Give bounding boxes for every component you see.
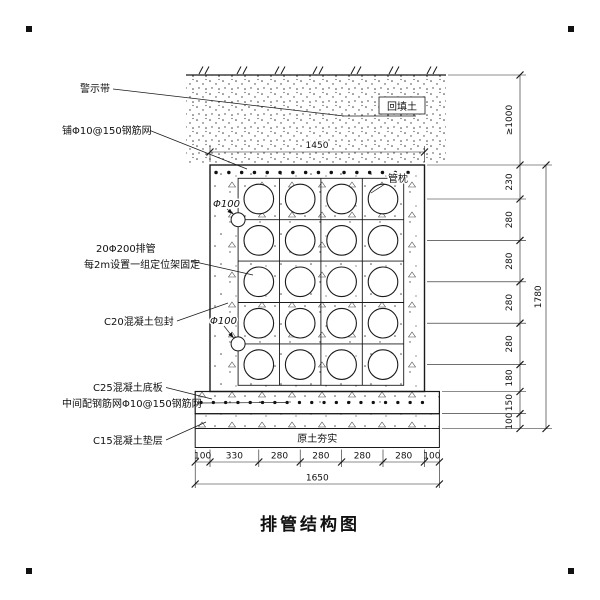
corner-mark <box>568 26 574 32</box>
pipe-circle <box>243 307 275 339</box>
label-base-slab: C25混凝土底板 <box>93 381 163 394</box>
dim-bottom-value: 100 <box>194 452 211 462</box>
label-pipe-pillow: 管枕 <box>388 172 408 185</box>
backfill-label: 回填土 <box>378 96 426 115</box>
pipe-grid <box>243 183 399 380</box>
label-pipes-fixing: 每2m设置一组定位架固定 <box>84 258 200 271</box>
pipe-circle <box>326 266 357 298</box>
pipe-circle <box>284 183 316 215</box>
label-pipes-spec: 20Φ200排管 <box>96 242 156 255</box>
dim-bottom-value: 280 <box>312 452 329 462</box>
corner-marks <box>26 26 574 574</box>
dim-right-value: 280 <box>505 211 515 228</box>
leader-pipes <box>190 260 254 276</box>
label-spacer-dia-bottom: Φ100 <box>210 316 237 327</box>
leader-encasement <box>176 302 229 322</box>
dim-right-value: 100 <box>505 412 515 429</box>
leader-spacer-top-arrow <box>226 208 234 215</box>
label-top-mesh: 铺Φ10@150钢筋网 <box>62 124 152 137</box>
leader-pipe-pillow <box>370 183 386 194</box>
pipe-circle <box>243 349 275 380</box>
pipe-positioning-frame <box>237 177 405 386</box>
pipe-circle <box>326 349 357 380</box>
compacted-soil-band <box>194 428 440 448</box>
pipe-circle <box>367 266 399 298</box>
compacted-soil-label: 原土夯实 <box>297 432 337 445</box>
leader-cushion <box>165 421 207 441</box>
dim-bottom-value: 280 <box>395 452 412 462</box>
leader-slab-mesh <box>196 402 288 404</box>
cushion-layer <box>194 413 440 430</box>
pipe-circle <box>284 349 316 380</box>
dim-right-total-value: 1780 <box>534 285 544 308</box>
dim-right-chain: ≥1000 230 280 280 280 280 180 150 100 <box>427 71 552 433</box>
ground-surface <box>186 66 446 76</box>
pipe-circle <box>367 349 399 380</box>
pipe-circle <box>326 225 357 256</box>
dim-right-value: 280 <box>505 252 515 269</box>
pipe-circle <box>284 307 316 339</box>
dim-right-value: 280 <box>505 294 515 311</box>
pipe-circle <box>243 266 275 298</box>
dim-right-total: 1780 <box>534 161 550 433</box>
pipe-circle <box>367 225 399 256</box>
label-cushion: C15混凝土垫层 <box>93 434 163 447</box>
dim-bottom-total: 1650 <box>191 474 444 488</box>
backfill-soil-texture <box>186 75 446 165</box>
leader-warning-tape <box>112 88 345 117</box>
label-spacer-dia-top: Φ100 <box>213 199 240 210</box>
leader-spacer-bottom-arrow <box>223 325 234 339</box>
label-warning-tape: 警示带 <box>80 82 110 95</box>
backfill-label-box <box>378 96 426 115</box>
leader-lines <box>112 88 386 441</box>
dim-right-value: 230 <box>505 173 515 190</box>
spacer-rod-circle-bottom <box>230 336 246 352</box>
pipe-circle <box>367 183 399 215</box>
dim-bottom-value: 330 <box>226 452 243 462</box>
dim-right-value: 150 <box>505 394 515 411</box>
pipe-circle <box>284 225 316 256</box>
pipe-circle <box>367 307 399 339</box>
corner-mark <box>26 26 32 32</box>
dim-top-width: 1450 <box>206 140 429 162</box>
annotation-labels: 警示带 铺Φ10@150钢筋网 20Φ200排管 每2m设置一组定位架固定 C2… <box>62 82 410 447</box>
corner-mark <box>568 568 574 574</box>
backfill-label-text: 回填土 <box>387 100 417 113</box>
corner-mark <box>26 568 32 574</box>
dim-bottom-total-value: 1650 <box>306 474 329 484</box>
dim-bottom-chain: 100 330 280 280 280 280 100 <box>191 449 444 488</box>
leader-top-mesh <box>149 130 248 170</box>
dim-bottom-value: 280 <box>354 452 371 462</box>
dim-right-value: 180 <box>505 369 515 386</box>
pipe-circle <box>326 307 357 339</box>
pipe-circle <box>243 225 275 256</box>
leader-base-slab <box>165 387 213 400</box>
dim-cover-depth-value: ≥1000 <box>505 105 515 136</box>
pipe-circle <box>243 183 275 215</box>
pipe-circle <box>284 266 316 298</box>
dim-bottom-value: 280 <box>271 452 288 462</box>
dim-right-value: 280 <box>505 335 515 352</box>
dim-top-width-value: 1450 <box>306 141 329 151</box>
label-encasement: C20混凝土包封 <box>104 315 174 328</box>
ground-hatch-marks <box>198 66 438 75</box>
label-slab-mesh: 中间配钢筋网Φ10@150钢筋网 <box>62 397 202 410</box>
spacer-rod-circle-top <box>230 212 246 228</box>
pipe-circle <box>326 183 357 215</box>
dim-bottom-value: 100 <box>423 452 440 462</box>
drawing-title: 排管结构图 <box>260 514 360 535</box>
